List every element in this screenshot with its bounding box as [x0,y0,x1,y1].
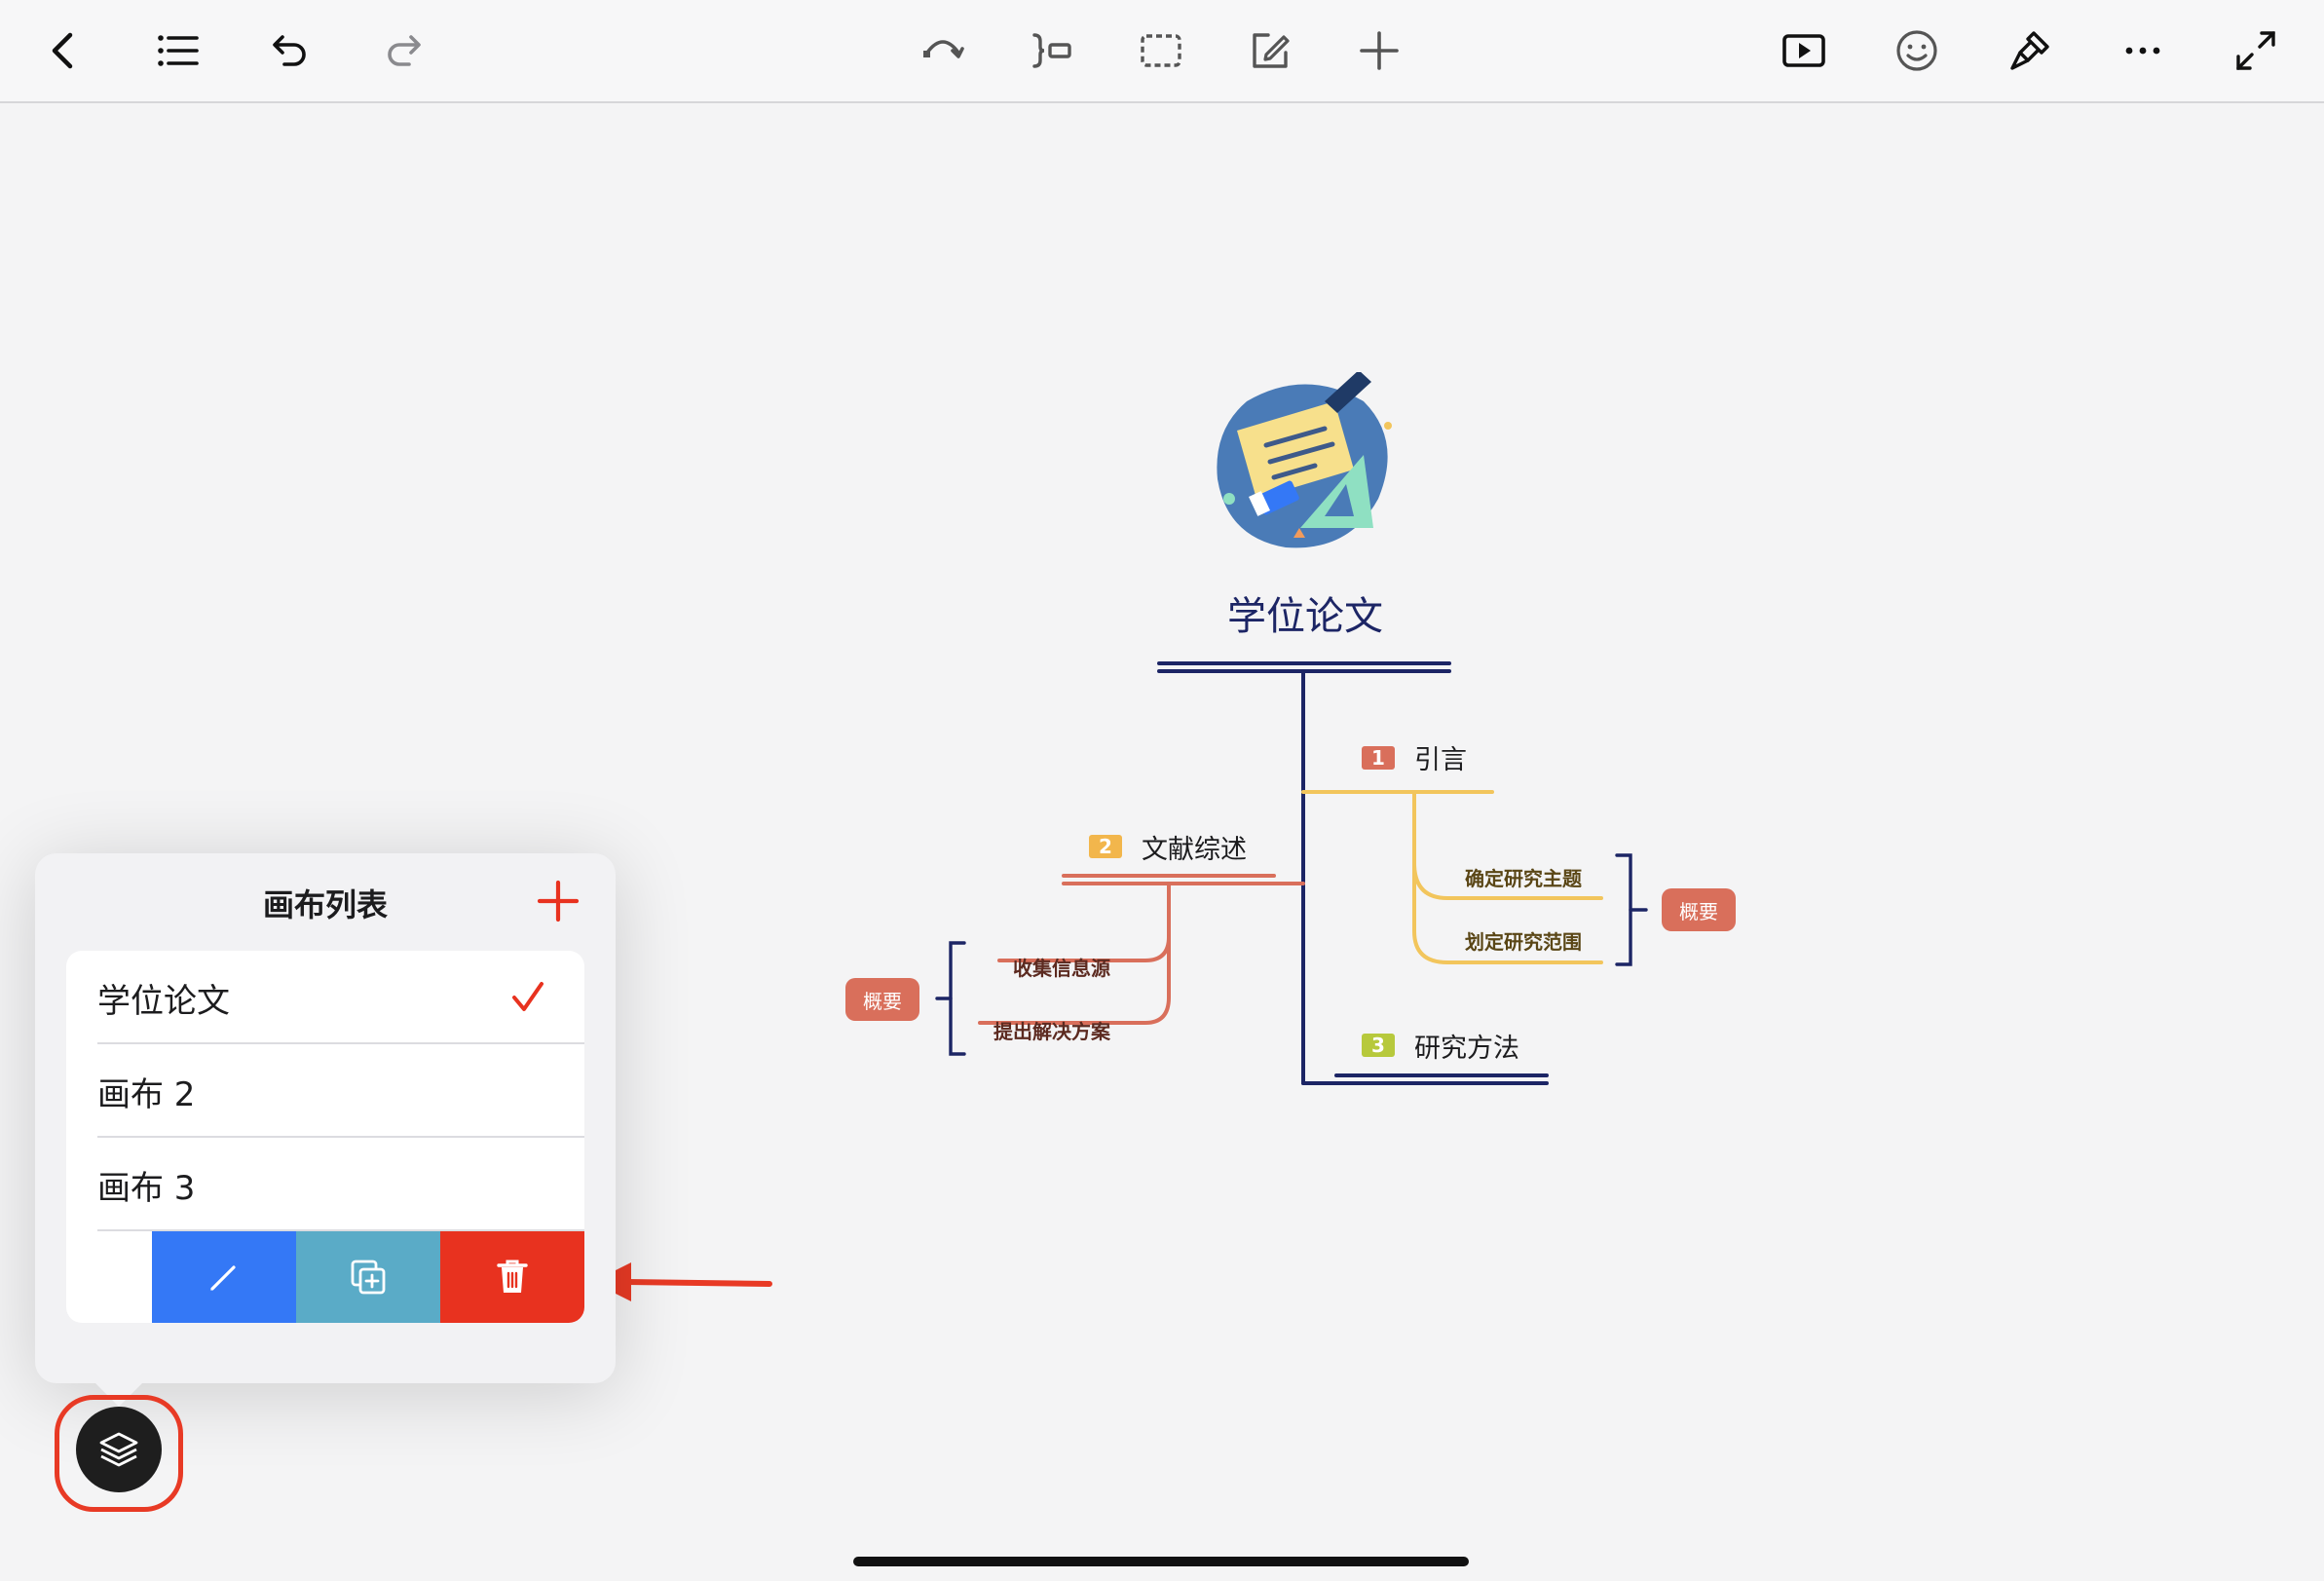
canvas-name: 画布 2 [97,1075,196,1114]
checkmark-icon [512,982,544,1011]
duplicate-icon [351,1260,386,1295]
home-indicator [853,1557,1469,1566]
subtopic-item[interactable]: 提出解决方案 [993,1020,1110,1043]
summary-icon[interactable] [1023,21,1081,80]
layers-icon [99,1432,138,1467]
canvas-name: 学位论文 [97,982,230,1021]
topic-research-method[interactable]: 研究方法 [1414,1034,1519,1064]
topic-literature-review[interactable]: 文献综述 [1142,835,1247,865]
redo-icon[interactable] [374,21,432,80]
canvas-list: 学位论文 画布 2 画布 3 [66,951,584,1323]
summary-label[interactable]: 概要 [845,978,919,1021]
outline-list-icon[interactable] [148,21,206,80]
boundary-icon[interactable] [1132,21,1190,80]
back-icon[interactable] [35,21,94,80]
delete-button[interactable] [440,1231,584,1323]
subtopic-item[interactable]: 确定研究主题 [1465,867,1582,890]
mindmap-canvas[interactable]: 学位论文 1 引言 2 文献综述 3 研究方法 确定研究主题 划定研究范围 收集… [0,103,2324,1581]
play-icon[interactable] [1775,21,1833,80]
panel-pointer [92,1379,146,1407]
topic-number-badge: 3 [1362,1034,1395,1057]
canvas-name: 画布 3 [97,1169,196,1208]
duplicate-button[interactable] [296,1231,440,1323]
top-toolbar [0,0,2324,103]
summary-label[interactable]: 概要 [1662,888,1736,931]
subtopic-item[interactable]: 收集信息源 [1013,957,1110,980]
add-canvas-icon[interactable] [536,879,581,923]
canvas-list-item[interactable]: 学位论文 [66,951,584,1044]
canvas-list-item[interactable]: 画布 2 [66,1044,584,1138]
subtopic-item[interactable]: 划定研究范围 [1465,930,1582,954]
highlight-ring [55,1395,183,1512]
central-topic-illustration [1217,372,1392,548]
trash-icon [497,1260,528,1293]
mindmap-connectors [935,661,1648,1085]
rename-button[interactable] [152,1231,296,1323]
format-brush-icon[interactable] [2001,21,2059,80]
topic-number-badge: 1 [1362,746,1395,770]
undo-icon[interactable] [261,21,319,80]
red-arrow-annotation [592,1262,772,1301]
central-topic[interactable]: 学位论文 [1227,594,1383,639]
topic-number-badge: 2 [1089,835,1122,858]
more-icon[interactable] [2114,21,2172,80]
pencil-icon [210,1265,236,1291]
panel-title: 画布列表 [262,886,388,923]
canvas-layers-button[interactable] [76,1407,162,1492]
note-icon[interactable] [1241,21,1299,80]
canvas-list-item[interactable]: 画布 3 [66,1138,584,1231]
emoji-icon[interactable] [1888,21,1946,80]
add-icon[interactable] [1350,21,1408,80]
fullscreen-icon[interactable] [2227,21,2285,80]
canvas-list-panel: 画布列表 学位论文 画布 2 画布 3 [35,853,616,1383]
topic-introduction[interactable]: 引言 [1414,745,1467,775]
relationship-icon[interactable] [914,21,972,80]
